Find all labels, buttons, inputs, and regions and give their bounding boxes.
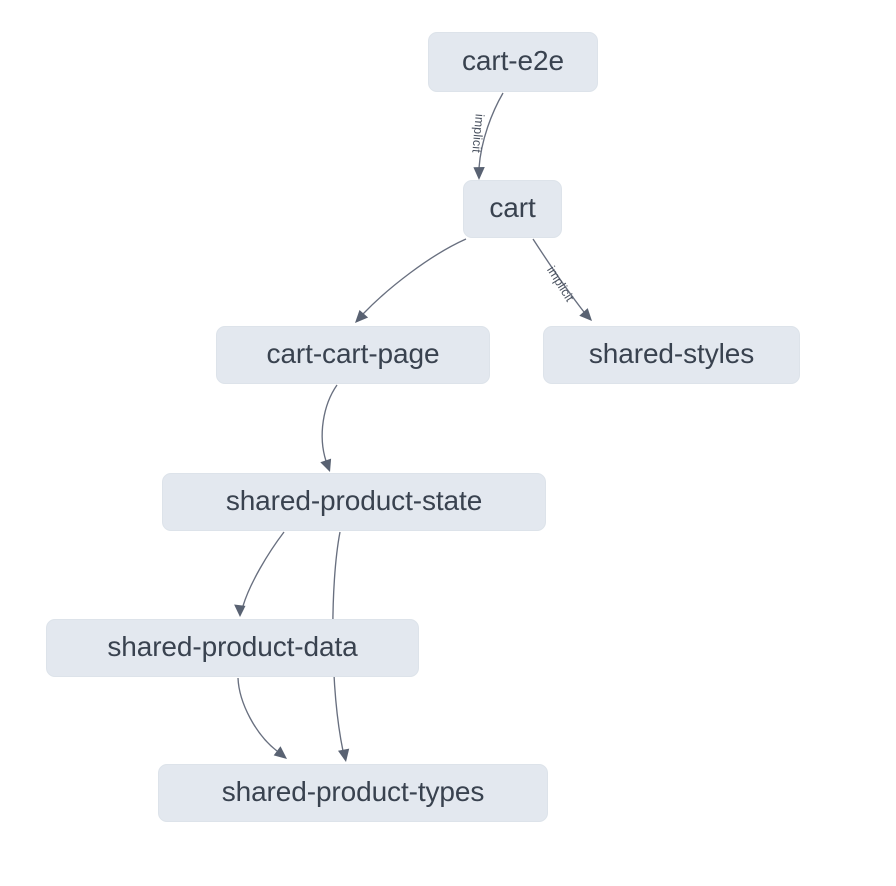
edge-cart-e2e-to-cart: implicit [469, 92, 504, 180]
edge-path [362, 238, 467, 315]
node-cart[interactable]: cart [463, 180, 562, 238]
edge-arrowhead [355, 310, 369, 323]
edge-arrowhead [473, 167, 485, 180]
edge-cart-to-shared-styles: implicit [532, 238, 592, 321]
edge-arrowhead [273, 746, 287, 759]
edge-path [532, 238, 585, 313]
edge-path [237, 677, 278, 752]
node-cart-cart-page[interactable]: cart-cart-page [216, 326, 490, 384]
edge-cart-cart-page-to-shared-product-state [320, 384, 338, 472]
edge-arrowhead [579, 308, 592, 321]
edge-path [321, 384, 338, 462]
node-label: shared-product-types [221, 776, 485, 807]
edge-shared-product-state-to-shared-product-data [234, 531, 285, 617]
edge-arrowhead [338, 748, 350, 762]
node-shared-product-state[interactable]: shared-product-state [162, 473, 546, 531]
edge-shared-product-data-to-shared-product-types [237, 677, 287, 759]
edge-path [242, 531, 285, 607]
edge-arrowhead [234, 604, 246, 617]
node-label: cart-e2e [462, 45, 564, 76]
node-label: shared-product-data [107, 631, 358, 662]
edge-path [478, 92, 504, 169]
node-label: cart-cart-page [266, 338, 440, 369]
node-cart-e2e[interactable]: cart-e2e [428, 32, 598, 92]
node-shared-product-data[interactable]: shared-product-data [46, 619, 419, 677]
node-label: cart [489, 192, 536, 223]
edge-label-implicit-2: implicit [544, 264, 577, 305]
node-shared-product-types[interactable]: shared-product-types [158, 764, 548, 822]
node-label: shared-product-state [225, 485, 483, 516]
edge-label-implicit-1: implicit [469, 113, 486, 153]
node-shared-styles[interactable]: shared-styles [543, 326, 800, 384]
node-label: shared-styles [588, 338, 755, 369]
edge-arrowhead [320, 458, 332, 472]
edge-cart-to-cart-cart-page [355, 238, 467, 323]
